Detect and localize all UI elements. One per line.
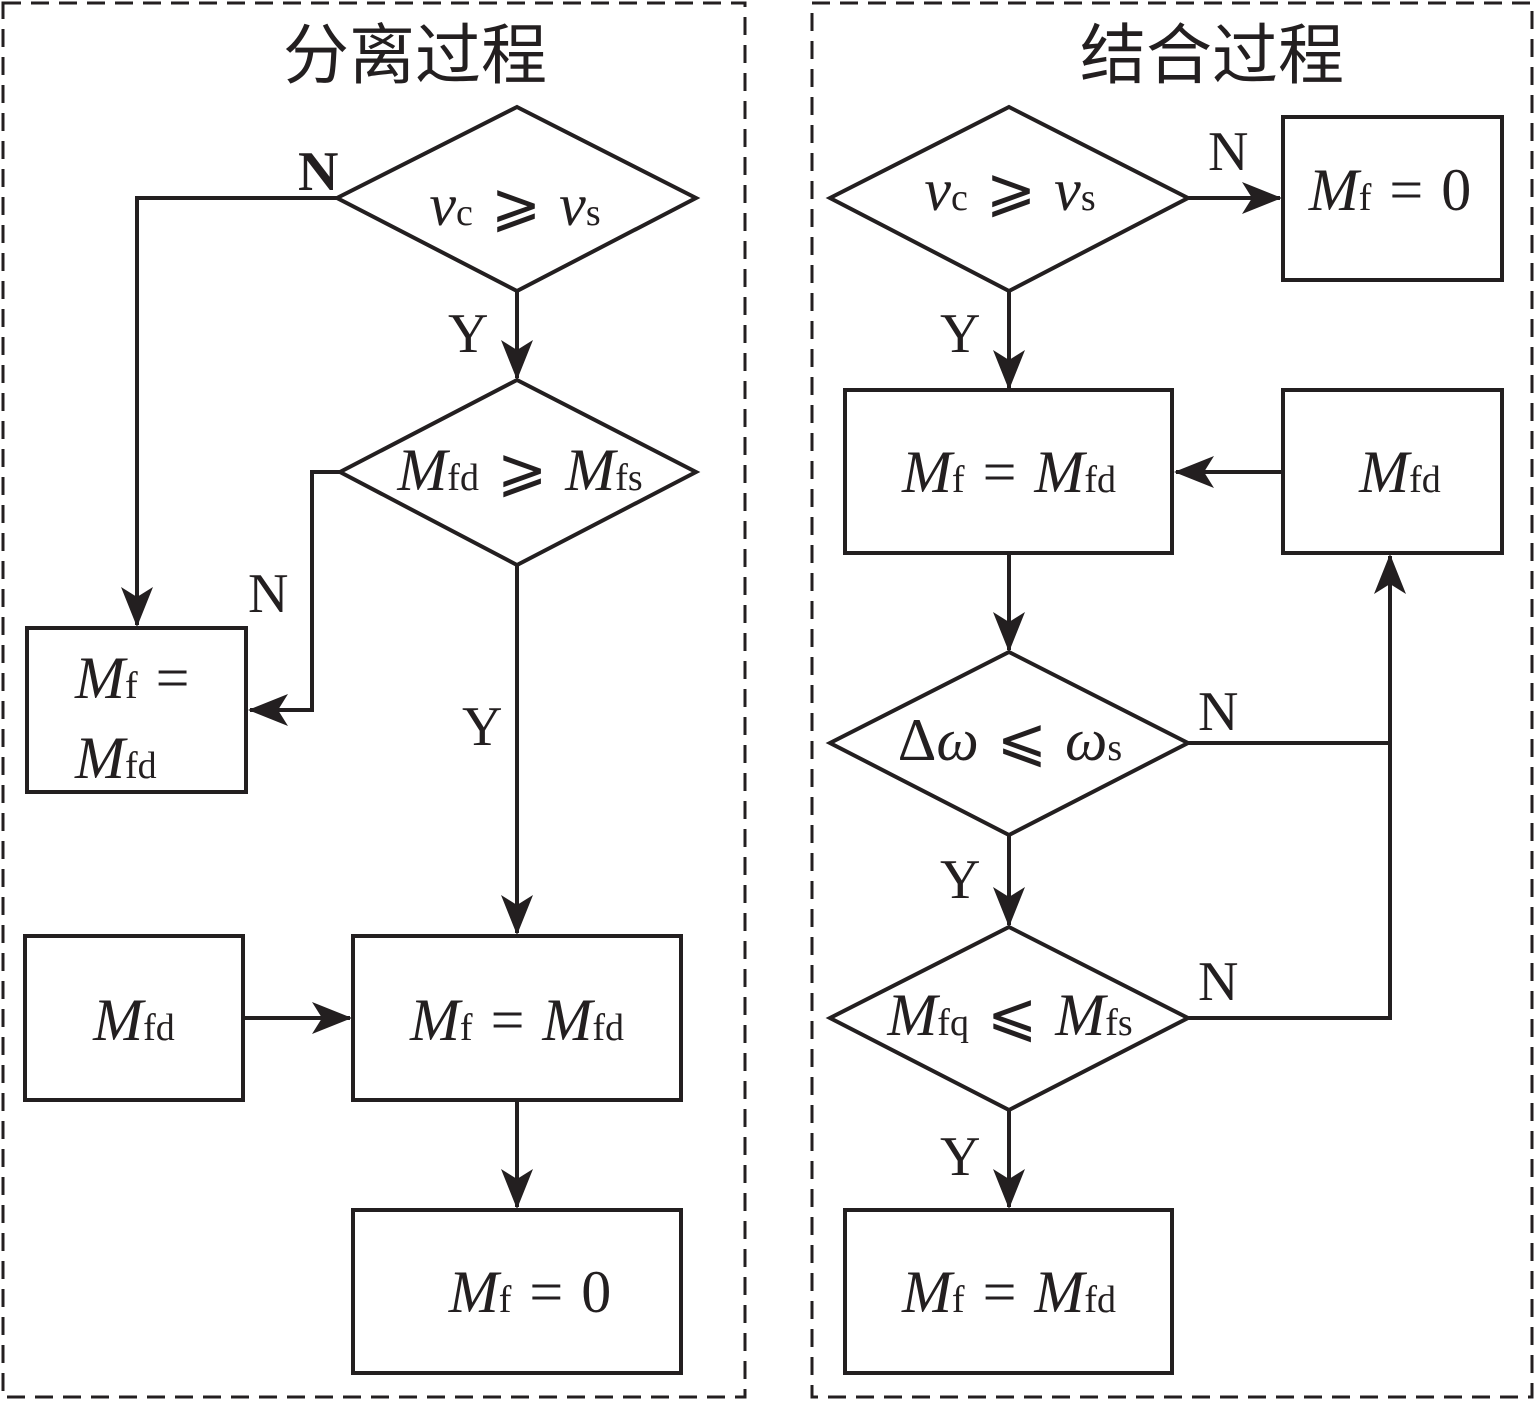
left-d2-yes-label: Y — [462, 696, 502, 758]
left-box-mid-assign — [351, 934, 683, 1102]
right-box-zero — [1281, 115, 1504, 282]
right-box-end-text: Mf=Mfd — [901, 1259, 1116, 1325]
right-decision-torque — [825, 924, 1193, 1113]
right-connectors — [993, 182, 1406, 1209]
left-d1-no-label: N — [298, 141, 338, 203]
right-d3-no-connector — [1188, 554, 1406, 1020]
left-decision-velocity — [332, 104, 701, 294]
left-box-input — [23, 934, 245, 1102]
left-box-side-assign — [25, 626, 248, 794]
left-decision-torque-text: Mfd⩾Mfs — [396, 437, 642, 503]
left-decision-torque — [335, 377, 701, 568]
right-panel-frame — [810, 1, 1534, 1399]
right-d1-no-label: N — [1208, 121, 1248, 183]
left-panel-frame — [1, 1, 747, 1399]
right-d3-yes-label: Y — [940, 1126, 980, 1188]
left-connectors — [121, 196, 533, 1209]
right-box-input — [1281, 388, 1504, 555]
left-d1-no-connector — [121, 196, 337, 627]
right-decision-speed-diff-text: Δω⩽ωs — [898, 707, 1122, 773]
right-box-main-assign — [843, 388, 1174, 555]
right-d3-no-label: N — [1198, 951, 1238, 1013]
left-box-mid-text: Mf=Mfd — [409, 987, 624, 1053]
right-panel-title: 结合过程 — [1080, 17, 1344, 94]
right-decision-velocity-text: vc⩾vs — [924, 157, 1095, 223]
left-decision-velocity-text: vc⩾vs — [429, 172, 600, 238]
left-box-side-line2: Mfd — [74, 725, 157, 791]
right-box-main-text: Mf=Mfd — [901, 439, 1116, 505]
right-box-end — [843, 1208, 1174, 1375]
left-box-end-text: Mf=0 — [448, 1259, 611, 1325]
right-d2-yes-label: Y — [940, 849, 980, 911]
right-decision-torque-text: Mfq⩽Mfs — [886, 982, 1132, 1048]
left-d2-no-label: N — [248, 563, 288, 625]
left-d1-yes-label: Y — [448, 303, 488, 365]
left-box-end — [351, 1208, 683, 1375]
left-d2-no-connector — [248, 470, 340, 726]
right-d1-yes-label: Y — [940, 303, 980, 365]
right-box-zero-text: Mf=0 — [1308, 157, 1471, 223]
right-d2-no-label: N — [1198, 681, 1238, 743]
left-panel-title: 分离过程 — [283, 17, 547, 94]
left-box-input-text: Mfd — [92, 987, 175, 1053]
right-box-input-text: Mfd — [1358, 439, 1441, 505]
right-decision-velocity — [825, 104, 1193, 294]
left-box-side-line1: Mf= — [74, 645, 189, 711]
right-decision-speed-diff — [825, 649, 1193, 838]
